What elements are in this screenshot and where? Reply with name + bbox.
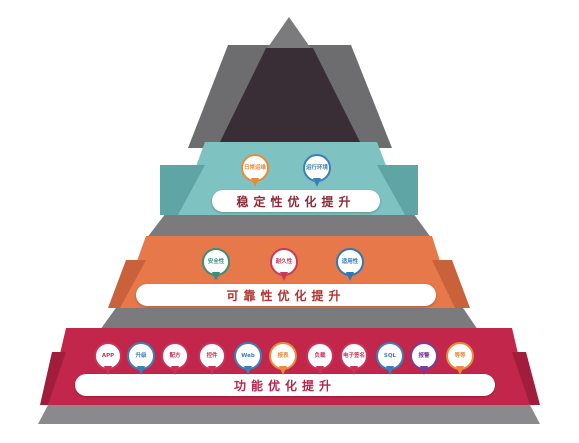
pin-label: Web — [241, 353, 255, 359]
pin-label: SQL — [383, 353, 397, 359]
pyramid-step-2 — [146, 213, 432, 239]
pin-marker-icon: Web — [234, 342, 262, 370]
pin-tail — [386, 366, 394, 375]
pin-label: 报警 — [418, 353, 430, 359]
pin-tail — [104, 366, 112, 375]
pin-label: 配方 — [169, 353, 181, 359]
pin-tail — [346, 272, 354, 281]
function-band-shade-left — [40, 352, 66, 405]
pyramid-step-base — [38, 405, 540, 424]
pin-tail — [279, 366, 287, 375]
pin-marker-icon: 日常运维 — [241, 154, 269, 182]
pin-label: 升级 — [135, 353, 147, 359]
pin-label: 适用性 — [341, 259, 359, 265]
pyramid-apex — [266, 17, 312, 50]
pin-reliability-1: 耐久性 — [270, 248, 298, 284]
pin-tail — [420, 366, 428, 375]
pin-label: 控件 — [206, 353, 218, 359]
pin-tail — [251, 178, 259, 187]
pin-marker-icon: 配方 — [161, 342, 189, 370]
pin-function-4: Web — [234, 342, 262, 378]
pin-function-10: 等等 — [446, 342, 474, 378]
reliability-band-shade-left — [108, 260, 146, 308]
reliability-band-shade-right — [432, 260, 470, 308]
pin-marker-icon: 升级 — [127, 342, 155, 370]
pin-label: APP — [101, 353, 115, 359]
pin-tail — [350, 366, 358, 375]
pin-marker-icon: 控件 — [198, 342, 226, 370]
pin-function-9: 报警 — [410, 342, 438, 378]
function-band-shade-right — [512, 352, 540, 405]
pin-tail — [208, 366, 216, 375]
pin-reliability-2: 适用性 — [336, 248, 364, 284]
pin-label: 安全性 — [207, 259, 225, 265]
pin-function-1: 升级 — [127, 342, 155, 378]
pin-label: 等等 — [454, 353, 466, 359]
pin-label: 报表 — [277, 353, 289, 359]
pin-tail — [313, 178, 321, 187]
pin-function-2: 配方 — [161, 342, 189, 378]
pin-tail — [171, 366, 179, 375]
pin-function-6: 负载 — [306, 342, 334, 378]
pin-function-7: 电子签名 — [340, 342, 368, 378]
reliability-label: 可靠性优化提升 — [136, 284, 436, 306]
pin-reliability-0: 安全性 — [202, 248, 230, 284]
pin-stability-0: 日常运维 — [241, 154, 269, 190]
pin-stability-1: 运行环境 — [303, 154, 331, 190]
pin-label: 日常运维 — [244, 165, 267, 171]
pyramid-top-tier — [218, 48, 362, 146]
pin-tail — [456, 366, 464, 375]
pin-function-0: APP — [94, 342, 122, 378]
pin-label: 电子签名 — [343, 353, 366, 359]
pin-function-3: 控件 — [198, 342, 226, 378]
pin-tail — [316, 366, 324, 375]
pyramid-step-3 — [100, 305, 478, 330]
stability-label: 稳定性优化提升 — [212, 190, 380, 212]
stability-band-shade-right — [377, 165, 418, 215]
pin-tail — [280, 272, 288, 281]
pin-label: 负载 — [314, 353, 326, 359]
pin-label: 运行环境 — [306, 165, 329, 171]
pin-marker-icon: 电子签名 — [340, 342, 368, 370]
function-label: 功能优化提升 — [75, 374, 495, 396]
pin-function-8: SQL — [376, 342, 404, 378]
pin-function-5: 报表 — [269, 342, 297, 378]
stability-band-shade-left — [160, 165, 205, 215]
pin-label: 耐久性 — [275, 259, 293, 265]
pin-tail — [244, 366, 252, 375]
pin-tail — [137, 366, 145, 375]
pin-marker-icon: 运行环境 — [303, 154, 331, 182]
pin-marker-icon: APP — [94, 342, 122, 370]
pin-tail — [212, 272, 220, 281]
